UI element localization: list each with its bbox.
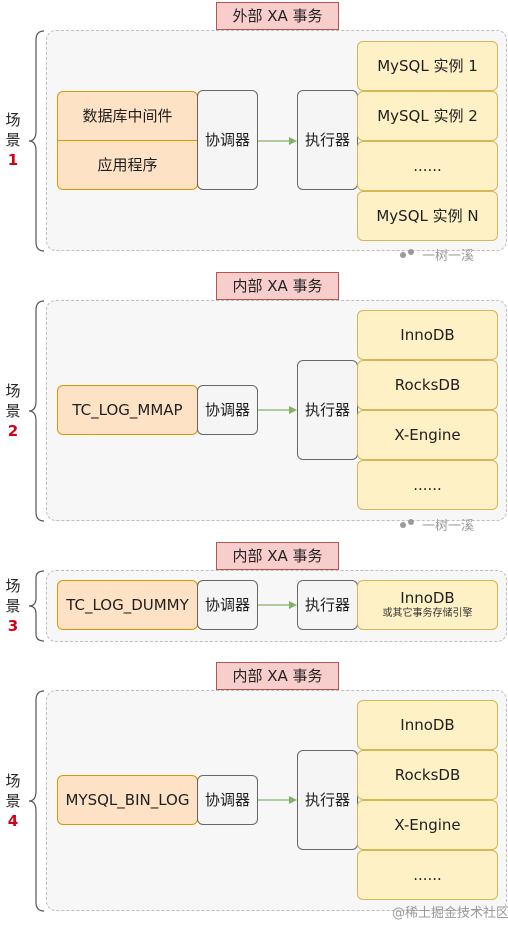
executor-box: 执行器 bbox=[297, 750, 358, 850]
executor-box: 执行器 bbox=[297, 90, 358, 190]
scene-1-brace bbox=[28, 30, 45, 252]
arrow-icon bbox=[258, 137, 297, 145]
scene-2-title: 内部 XA 事务 bbox=[216, 272, 339, 300]
scene-3-number: 3 bbox=[7, 617, 19, 635]
executor-box: 执行器 bbox=[297, 360, 358, 460]
scene-1-char-2: 景 bbox=[5, 131, 21, 149]
scene-4-title: 内部 XA 事务 bbox=[216, 662, 339, 690]
scene-2-char-2: 景 bbox=[5, 402, 21, 420]
scene-2-char-1: 场 bbox=[5, 382, 21, 400]
executor-box: 执行器 bbox=[297, 580, 358, 630]
scene-1-number: 1 bbox=[7, 151, 19, 169]
instance-box: MySQL 实例 2 bbox=[357, 91, 498, 141]
scene-3-brace bbox=[28, 570, 45, 642]
coordinator-box: 协调器 bbox=[197, 385, 258, 435]
instance-box: MySQL 实例 1 bbox=[357, 41, 498, 91]
engine-box: InnoDB bbox=[357, 310, 498, 360]
wechat-icon bbox=[400, 248, 418, 261]
middleware-box: 数据库中间件 bbox=[57, 91, 198, 141]
engine-box: RocksDB bbox=[357, 360, 498, 410]
engine-box: ...... bbox=[357, 460, 498, 510]
scene-3-char-2: 景 bbox=[5, 597, 21, 615]
scene-1-char-1: 场 bbox=[5, 111, 21, 129]
engine-name: InnoDB bbox=[400, 589, 455, 607]
watermark: 一树一溪 bbox=[400, 515, 474, 534]
coordinator-box: 协调器 bbox=[197, 90, 258, 190]
watermark: @稀土掘金技术社区 bbox=[392, 906, 508, 921]
engine-box: RocksDB bbox=[357, 750, 498, 800]
engine-box: X-Engine bbox=[357, 410, 498, 460]
scene-3-tag: 场 景 3 bbox=[2, 576, 24, 636]
engine-box: InnoDB 或其它事务存储引擎 bbox=[357, 580, 498, 630]
application-box: 应用程序 bbox=[57, 140, 198, 190]
scene-2-tag: 场 景 2 bbox=[2, 381, 24, 441]
arrow-icon bbox=[258, 406, 297, 414]
instance-box: ...... bbox=[357, 141, 498, 191]
scene-3-title: 内部 XA 事务 bbox=[216, 542, 339, 570]
engine-box: X-Engine bbox=[357, 800, 498, 850]
watermark: 一树一溪 bbox=[400, 245, 474, 264]
scene-2-number: 2 bbox=[7, 422, 19, 440]
scene-4-number: 4 bbox=[7, 812, 19, 830]
coordinator-box: 协调器 bbox=[197, 580, 258, 630]
scene-4-char-2: 景 bbox=[5, 792, 21, 810]
engine-box: InnoDB bbox=[357, 700, 498, 750]
arrow-icon bbox=[258, 796, 297, 804]
engine-note: 或其它事务存储引擎 bbox=[382, 608, 473, 619]
instance-box: MySQL 实例 N bbox=[357, 191, 498, 241]
scene-1-title: 外部 XA 事务 bbox=[216, 2, 339, 30]
wechat-icon bbox=[400, 518, 418, 531]
scene-3-char-1: 场 bbox=[5, 577, 21, 595]
scene-4-tag: 场 景 4 bbox=[2, 771, 24, 831]
scene-2-brace bbox=[28, 300, 45, 522]
scene-4-brace bbox=[28, 690, 45, 912]
arrow-icon bbox=[258, 601, 297, 609]
scene-1-tag: 场 景 1 bbox=[2, 110, 24, 170]
coordinator-box: 协调器 bbox=[197, 775, 258, 825]
tc-log-dummy-box: TC_LOG_DUMMY bbox=[57, 580, 198, 630]
mysql-bin-log-box: MYSQL_BIN_LOG bbox=[57, 775, 198, 825]
tc-log-mmap-box: TC_LOG_MMAP bbox=[57, 385, 198, 435]
engine-box: ...... bbox=[357, 850, 498, 900]
scene-4-char-1: 场 bbox=[5, 772, 21, 790]
